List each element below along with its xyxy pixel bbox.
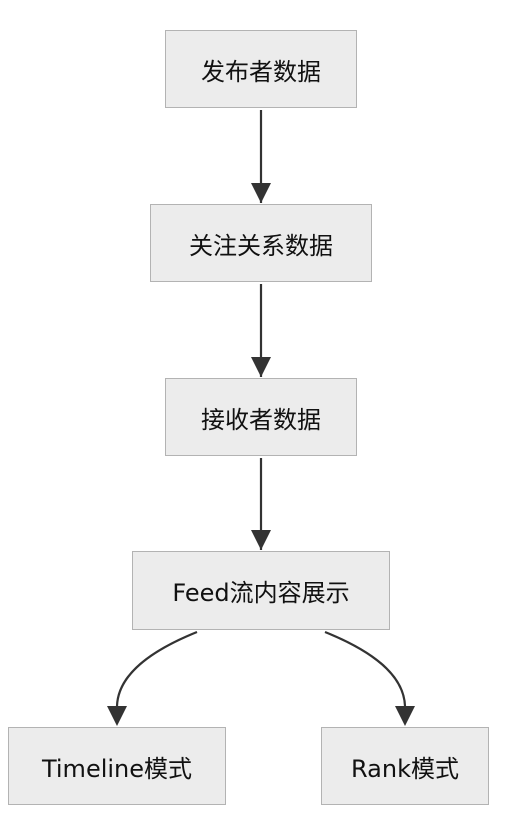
node-follow-relation-data: 关注关系数据: [150, 204, 372, 282]
arrowhead-follow-to-receiver: [251, 357, 271, 377]
node-rank-mode: Rank模式: [321, 727, 489, 805]
node-feed-display: Feed流内容展示: [132, 551, 390, 630]
arrowhead-feed-to-timeline: [107, 706, 127, 726]
arrowhead-publisher-to-follow: [251, 183, 271, 203]
node-receiver-data: 接收者数据: [165, 378, 357, 456]
arrowhead-feed-to-rank: [395, 706, 415, 726]
edge-feed-to-timeline: [115, 630, 198, 707]
edge-feed-to-rank: [324, 630, 407, 707]
node-timeline-mode: Timeline模式: [8, 727, 226, 805]
node-publisher-data: 发布者数据: [165, 30, 357, 108]
arrowhead-receiver-to-feed: [251, 530, 271, 550]
